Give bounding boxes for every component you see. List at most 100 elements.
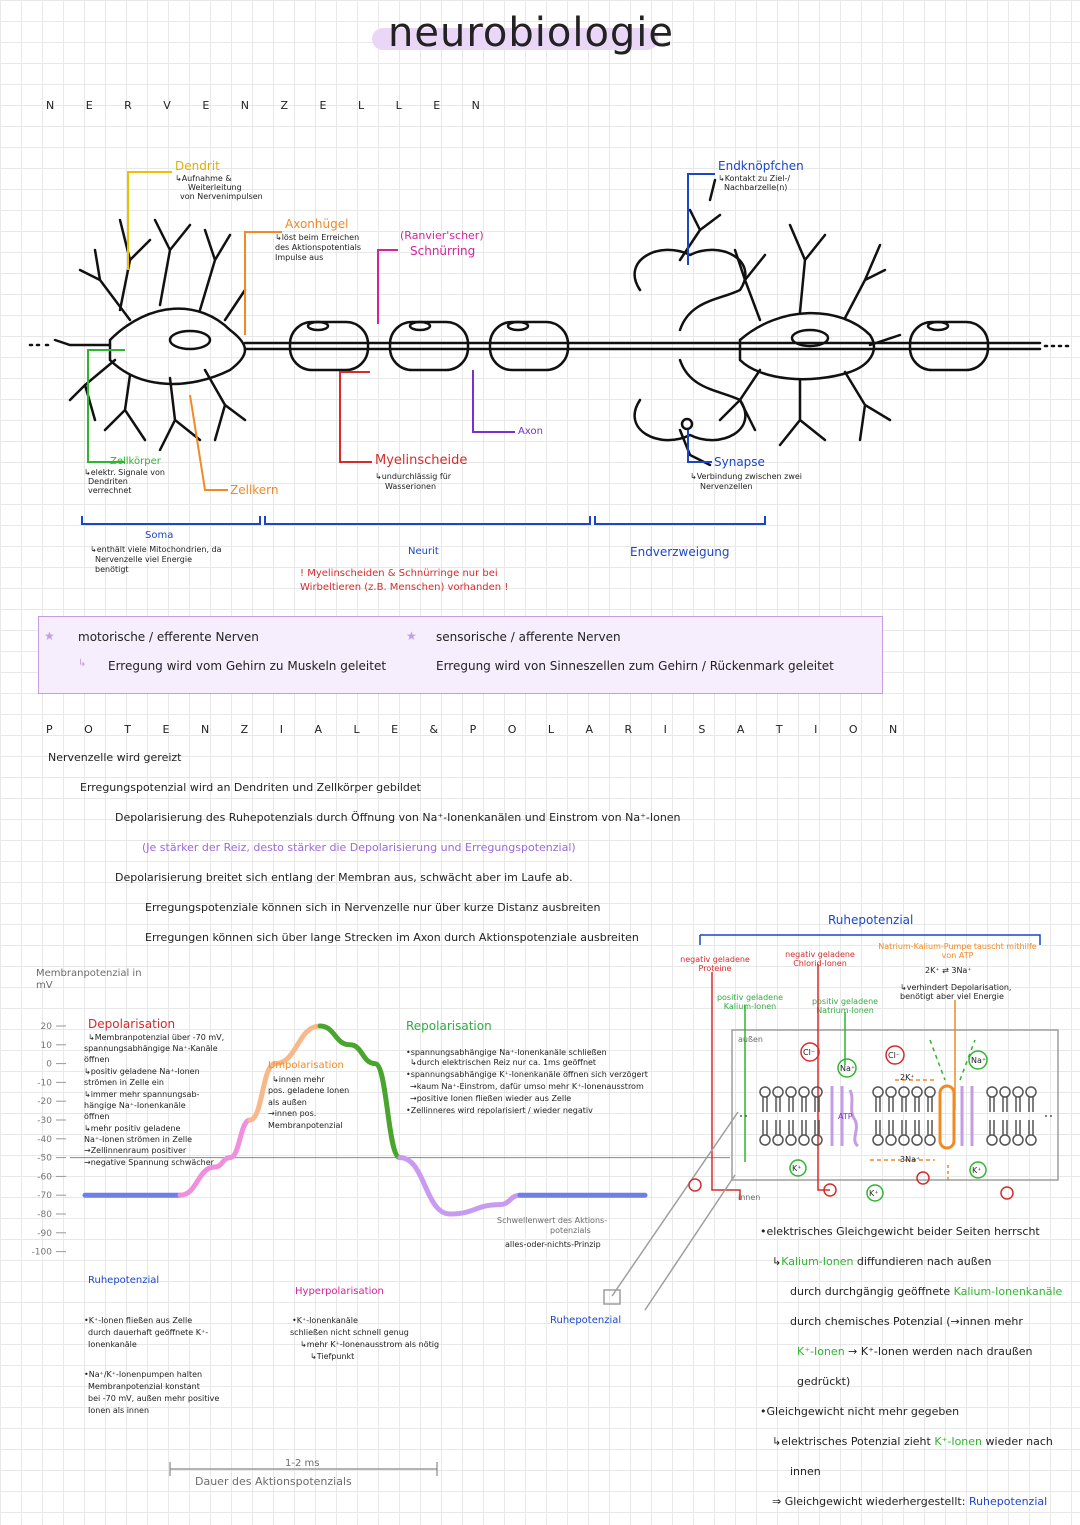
label-soma: Soma: [145, 530, 174, 541]
curve-hyperpolarisation: [397, 1155, 503, 1217]
ruhe1-l7: Ionen als innen: [88, 1406, 150, 1415]
ruhe2-label: Ruhepotenzial: [550, 1315, 622, 1326]
title-highlight: [372, 28, 658, 50]
potassium-ion-icon: [789, 1159, 807, 1177]
membrane-title: Ruhepotenzial: [828, 913, 914, 927]
label-axonhuegel-line3: Impulse aus: [275, 253, 324, 262]
label-soma-line3: benötigt: [95, 565, 129, 574]
membrane-pos-na: positiv geladene Natrium-Ionen: [811, 997, 879, 1015]
label-zellkoerper-line2: Dendriten: [88, 477, 128, 486]
arrow-icon: ↳: [78, 658, 87, 669]
y-tick-label: 0: [46, 1060, 52, 1070]
repol-l1: •spannungsabhängige Na⁺-Ionenkanäle schl…: [406, 1048, 607, 1057]
ruhe1-l1: •K⁺-Ionen fließen aus Zelle: [84, 1316, 193, 1325]
label-synapse: Synapse: [714, 455, 765, 469]
right-r5b: → K⁺-Ionen werden nach draußen: [844, 1345, 1033, 1358]
label-myelinscheide-line2: Wasserionen: [385, 482, 437, 491]
motor-nerves-desc: Erregung wird vom Gehirn zu Muskeln gele…: [108, 659, 387, 673]
label-synapse-line1: ↳Verbindung zwischen zwei: [690, 472, 802, 481]
sensor-nerves-title: sensorische / afferente Nerven: [436, 630, 621, 644]
repol-l3: •spannungsabhängige K⁺-Ionenkanäle öffne…: [406, 1070, 648, 1079]
repol-title: Repolarisation: [406, 1019, 492, 1033]
hyper-l2: schließen nicht schnell genug: [290, 1328, 409, 1337]
right-r1: •elektrisches Gleichgewicht beider Seite…: [760, 1225, 1040, 1238]
membrane-neg-cl: negativ geladene Chlorid-Ionen: [785, 950, 855, 968]
y-tick-label: -20: [37, 1097, 52, 1107]
nerves-box: [38, 616, 883, 694]
chart-xlabel: Dauer des Aktionspotenzials: [195, 1475, 352, 1488]
repol-l6: •Zellinneres wird repolarisiert / wieder…: [406, 1106, 593, 1115]
y-tick-label: -90: [37, 1229, 52, 1239]
chloride-ion-icon: [885, 1045, 905, 1065]
depol-l9: ↳mehr positiv geladene: [84, 1124, 181, 1133]
bullet-kurze-distanz: Erregungspotenziale können sich in Nerve…: [145, 901, 601, 914]
depol-l11: →Zellinnenraum positiver: [84, 1146, 187, 1155]
depol-l7: hängige Na⁺-Ionenkanäle: [84, 1101, 186, 1110]
ruhe1-l2: durch dauerhaft geöffnete K⁺-: [88, 1328, 209, 1337]
label-axonhuegel-line2: des Aktionspotentials: [275, 243, 362, 252]
section-heading-potenziale: P O T E N Z I A L E & P O L A R I S A T …: [46, 723, 912, 736]
right-r6: gedrückt): [797, 1375, 851, 1388]
ion-cl-2: Cl⁻: [888, 1051, 901, 1060]
ion-k-3: K⁺: [972, 1166, 982, 1175]
depol-l8: öffnen: [84, 1112, 110, 1121]
depol-l3: öffnen: [84, 1055, 110, 1064]
sodium-ion-icon: [968, 1050, 988, 1070]
potassium-channel-icon: [830, 1086, 844, 1146]
right-r10a: ⇒ Gleichgewicht wiederhergestellt:: [772, 1495, 969, 1508]
y-tick-label: 20: [41, 1022, 53, 1032]
note-line2: Wirbeltieren (z.B. Menschen) vorhanden !: [300, 582, 509, 593]
label-ranvier-1: (Ranvier'scher): [400, 229, 484, 242]
nucleus-left: [168, 329, 212, 351]
umpol-l5: Membranpotenzial: [268, 1121, 343, 1130]
membrane-pump2: 2K⁺ ⇄ 3Na⁺: [925, 966, 972, 975]
motor-nerves-title: motorische / efferente Nerven: [78, 630, 259, 644]
sodium-ion-icon: [837, 1058, 857, 1078]
y-tick-label: -80: [37, 1210, 52, 1220]
y-tick-label: -50: [37, 1154, 52, 1164]
page-title: neurobiologie: [388, 10, 675, 56]
sodium-potassium-pump-icon: [938, 1084, 956, 1150]
bullet-ausbreitung: Depolarisierung breitet sich entlang der…: [115, 871, 573, 884]
label-dendrit-line2: Weiterleitung: [188, 183, 242, 192]
minus-ion-icon: [1000, 1186, 1014, 1200]
schwelle-l3: alles-oder-nichts-Prinzip: [505, 1240, 601, 1249]
y-tick-label: -60: [37, 1172, 52, 1182]
curve-repolarisation: [317, 1023, 403, 1161]
section-heading-nervenzellen: N E R V E N Z E L L E N: [46, 99, 494, 112]
y-tick-label: -70: [37, 1191, 52, 1201]
right-r3b: Kalium-Ionenkanäle: [953, 1285, 1063, 1298]
duration-label: 1-2 ms: [285, 1458, 320, 1469]
depol-l6: ↳immer mehr spannungsab-: [84, 1090, 200, 1099]
right-r10b: Ruhepotenzial: [968, 1495, 1048, 1508]
hyper-l1: •K⁺-Ionenkanäle: [292, 1316, 358, 1325]
hyper-l3: ↳mehr K⁺-Ionenausstrom als nötig: [300, 1340, 440, 1349]
potassium-ion-icon: [969, 1161, 987, 1179]
lipid-bilayer-icon: [740, 1086, 1055, 1146]
minus-ion-icon: [916, 1171, 930, 1185]
bullet-depolarisierung: Depolarisierung des Ruhepotenzials durch…: [115, 811, 681, 824]
membrane-pump: Natrium-Kalium-Pumpe tauscht mithilfe vo…: [878, 942, 1037, 960]
label-endverzweigung: Endverzweigung: [630, 545, 730, 559]
minus-ion-icon: [688, 1178, 702, 1192]
label-neurit: Neurit: [408, 546, 439, 557]
sensor-nerves-desc: Erregung wird von Sinneszellen zum Gehir…: [436, 659, 834, 673]
note-line1: ! Myelinscheiden & Schnürringe nur bei: [300, 568, 498, 579]
umpol-l4: →innen pos.: [268, 1109, 317, 1118]
depol-l5: strömen in Zelle ein: [84, 1078, 165, 1087]
label-soma-line1: ↳enthält viele Mitochondrien, da: [90, 545, 222, 554]
membrane-aussen: außen: [738, 1035, 764, 1044]
y-tick-label: -30: [37, 1116, 52, 1126]
curve-repolarisation-up: [247, 1023, 323, 1123]
ion-na-2: Na⁺: [971, 1056, 987, 1065]
ruhe1-l5: Membranpotenzial konstant: [88, 1382, 200, 1391]
right-r3a: durch durchgängig geöffnete: [790, 1285, 954, 1298]
ruhe1-l4: •Na⁺/K⁺-Ionenpumpen halten: [84, 1370, 203, 1379]
umpol-l2: pos. geladene Ionen: [268, 1086, 350, 1095]
schwelle-l2: potenzials: [550, 1226, 591, 1235]
label-synapse-line2: Nervenzellen: [700, 482, 753, 491]
label-axonhuegel-line1: ↳löst beim Erreichen: [275, 233, 360, 242]
bullet-reiz-note: (Je stärker der Reiz, desto stärker die …: [142, 841, 576, 854]
